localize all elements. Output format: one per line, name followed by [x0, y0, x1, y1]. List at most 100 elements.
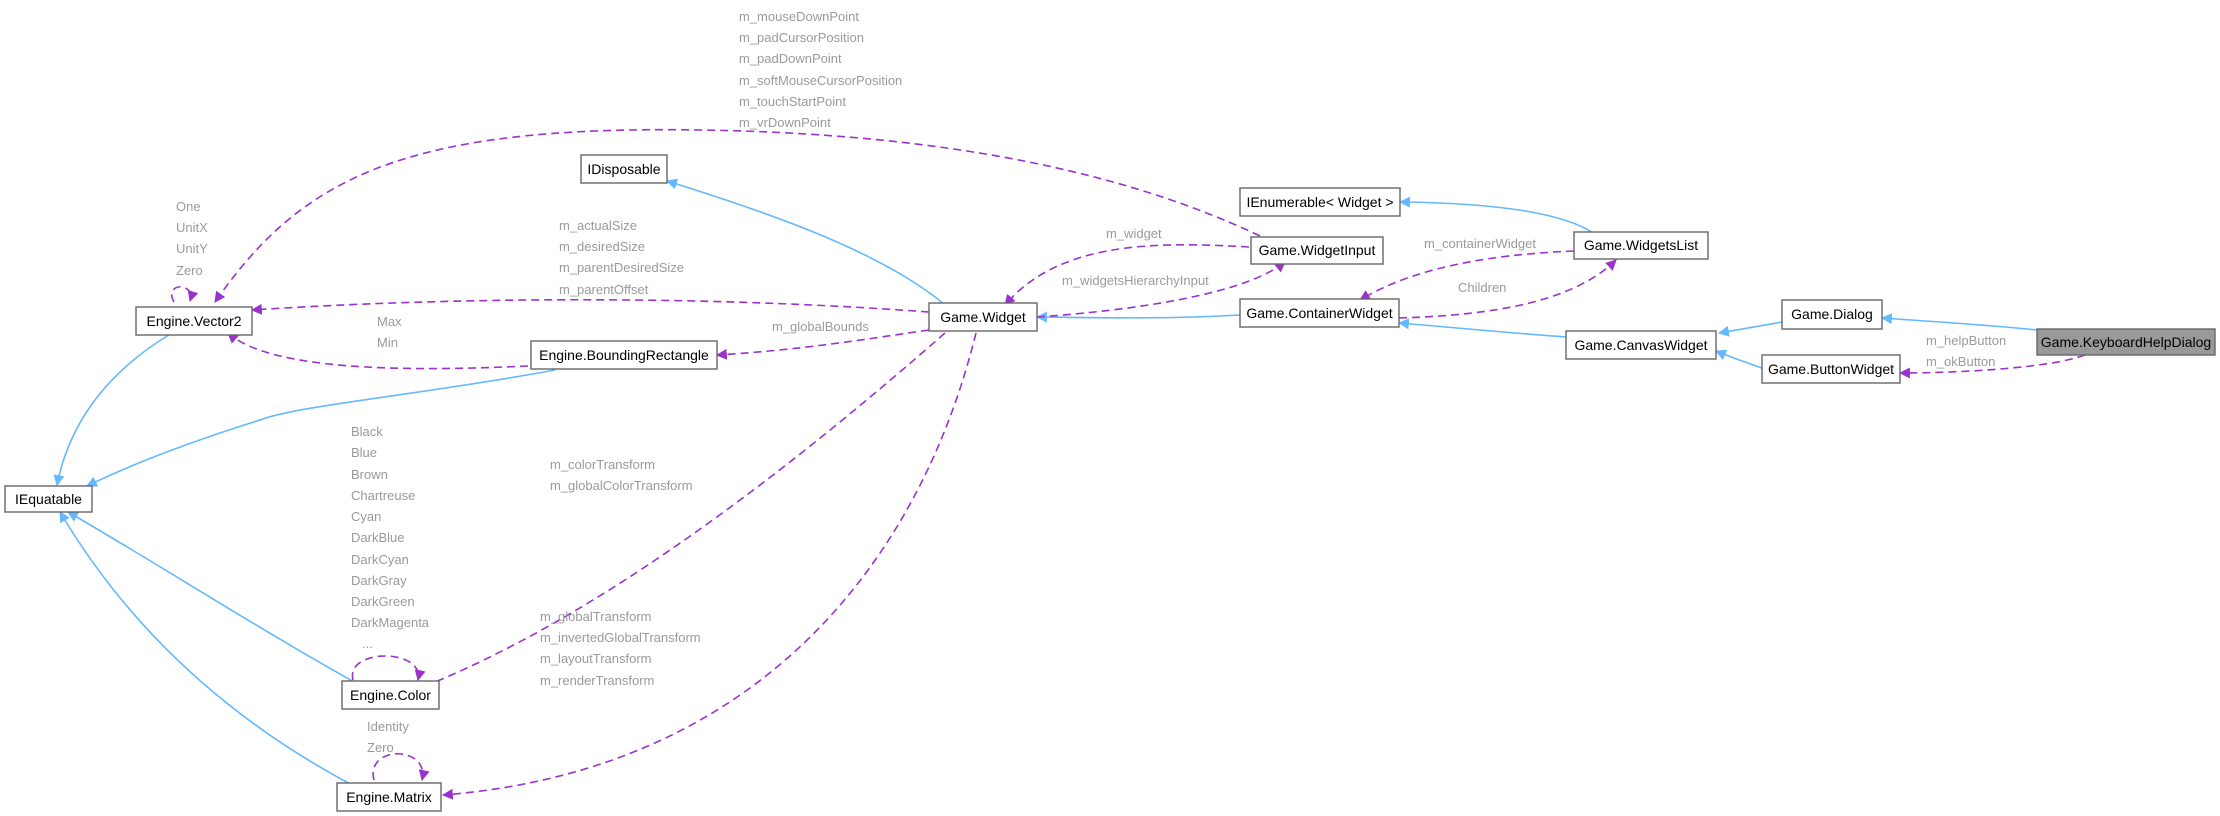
- edge-widget-boundingrect: [715, 329, 930, 360]
- edge-widgetslist-ienumerable: [1398, 196, 1598, 237]
- node-widgets-list[interactable]: Game.WidgetsList: [1573, 231, 1709, 260]
- edge-widgetinput-widget: [1004, 244, 1250, 306]
- node-dialog[interactable]: Game.Dialog: [1781, 299, 1883, 330]
- edges: [53, 128, 2086, 800]
- label-ellipsis: ...: [362, 636, 373, 651]
- label-one: One: [176, 199, 201, 214]
- nodes: Game.KeyboardHelpDialog Game.Dialog Game…: [4, 154, 2216, 812]
- label-black: Black: [351, 424, 383, 439]
- edge-canvaswidget-containerwidget: [1397, 318, 1567, 338]
- label-children: Children: [1458, 280, 1506, 295]
- node-label-widget-input: Game.WidgetInput: [1259, 242, 1376, 258]
- node-label-ienumerable-widget: IEnumerable< Widget >: [1246, 194, 1393, 210]
- label-global-transform: m_globalTransform: [540, 609, 652, 624]
- edge-widget-widgetinput: [1036, 261, 1286, 318]
- label-blue: Blue: [351, 445, 377, 460]
- label-inverted-global-transform: m_invertedGlobalTransform: [540, 630, 701, 645]
- node-label-button-widget: Game.ButtonWidget: [1768, 361, 1894, 377]
- node-ienumerable-widget[interactable]: IEnumerable< Widget >: [1239, 187, 1401, 217]
- edge-boundingrect-iequatable: [86, 369, 556, 487]
- edge-labels: m_helpButton m_okButton m_containerWidge…: [176, 9, 2006, 755]
- label-zero: Zero: [176, 263, 203, 278]
- label-desired-size: m_desiredSize: [559, 239, 645, 254]
- label-mouse-down-point: m_mouseDownPoint: [739, 9, 859, 24]
- label-container-widget: m_containerWidget: [1424, 236, 1536, 251]
- node-bounding-rectangle[interactable]: Engine.BoundingRectangle: [530, 340, 718, 370]
- label-actual-size: m_actualSize: [559, 218, 637, 233]
- label-max: Max: [377, 314, 402, 329]
- label-dark-cyan: DarkCyan: [351, 552, 409, 567]
- edge-vector2-self: [171, 286, 199, 303]
- node-label-bounding-rectangle: Engine.BoundingRectangle: [539, 347, 709, 363]
- edge-boundingrect-vector2: [227, 332, 529, 370]
- label-vr-down-point: m_vrDownPoint: [739, 115, 831, 130]
- node-vector2[interactable]: Engine.Vector2: [135, 306, 253, 336]
- edge-widget-idisposable: [665, 178, 946, 306]
- label-identity: Identity: [367, 719, 409, 734]
- edge-color-self: [351, 655, 426, 682]
- node-iequatable[interactable]: IEquatable: [4, 485, 93, 513]
- node-label-container-widget: Game.ContainerWidget: [1246, 305, 1392, 321]
- edge-containerwidget-widget: [1035, 311, 1241, 323]
- edge-matrix-self: [372, 752, 430, 782]
- label-dark-green: DarkGreen: [351, 594, 415, 609]
- node-label-widget: Game.Widget: [940, 309, 1026, 325]
- node-button-widget[interactable]: Game.ButtonWidget: [1761, 354, 1901, 384]
- node-label-matrix: Engine.Matrix: [346, 789, 432, 805]
- label-matrix-zero: Zero: [367, 740, 394, 755]
- node-label-dialog: Game.Dialog: [1791, 306, 1873, 322]
- label-help-button: m_helpButton: [1926, 333, 2006, 348]
- node-label-keyboard-help-dialog: Game.KeyboardHelpDialog: [2041, 334, 2211, 350]
- node-matrix[interactable]: Engine.Matrix: [336, 782, 442, 812]
- node-widget-input[interactable]: Game.WidgetInput: [1250, 236, 1384, 265]
- node-canvas-widget[interactable]: Game.CanvasWidget: [1565, 330, 1717, 360]
- edge-widget-matrix: [441, 332, 977, 800]
- node-container-widget[interactable]: Game.ContainerWidget: [1239, 298, 1400, 328]
- node-idisposable[interactable]: IDisposable: [580, 154, 668, 184]
- label-dark-gray: DarkGray: [351, 573, 407, 588]
- edge-widgetslist-containerwidget: [1359, 250, 1575, 301]
- edge-helpbutton-okbutton: [1898, 354, 2086, 379]
- label-cyan: Cyan: [351, 509, 381, 524]
- label-widget: m_widget: [1106, 226, 1162, 241]
- label-unit-x: UnitX: [176, 220, 208, 235]
- node-label-widgets-list: Game.WidgetsList: [1584, 237, 1698, 253]
- edge-vector2-iequatable: [53, 332, 173, 487]
- label-layout-transform: m_layoutTransform: [540, 651, 652, 666]
- label-chartreuse: Chartreuse: [351, 488, 415, 503]
- node-label-color: Engine.Color: [350, 687, 431, 703]
- edge-widgetinput-vector2: [214, 128, 1261, 303]
- node-label-idisposable: IDisposable: [587, 161, 660, 177]
- label-parent-desired-size: m_parentDesiredSize: [559, 260, 684, 275]
- label-dark-magenta: DarkMagenta: [351, 615, 430, 630]
- edge-matrix-iequatable: [59, 511, 353, 786]
- edge-buttonwidget-canvaswidget: [1714, 349, 1763, 369]
- edge-containerwidget-widgetslist: [1398, 259, 1617, 319]
- edge-dialog-canvaswidget: [1717, 321, 1783, 337]
- label-pad-down-point: m_padDownPoint: [739, 51, 842, 66]
- edge-widget-color: [408, 332, 946, 694]
- label-render-transform: m_renderTransform: [540, 673, 654, 688]
- node-widget[interactable]: Game.Widget: [928, 302, 1038, 332]
- node-label-vector2: Engine.Vector2: [147, 313, 242, 329]
- node-color[interactable]: Engine.Color: [341, 680, 440, 710]
- edge-keyboardhelpdialog-dialog: [1880, 313, 2038, 331]
- label-touch-start-point: m_touchStartPoint: [739, 94, 846, 109]
- edge-widget-vector2: [250, 298, 930, 315]
- label-widgets-hierarchy-input: m_widgetsHierarchyInput: [1062, 273, 1209, 288]
- node-label-canvas-widget: Game.CanvasWidget: [1574, 337, 1707, 353]
- node-keyboard-help-dialog[interactable]: Game.KeyboardHelpDialog: [2036, 328, 2216, 356]
- label-color-transform: m_colorTransform: [550, 457, 655, 472]
- node-label-iequatable: IEquatable: [15, 491, 82, 507]
- label-soft-mouse-cursor-position: m_softMouseCursorPosition: [739, 73, 902, 88]
- label-ok-button: m_okButton: [1926, 354, 1995, 369]
- label-parent-offset: m_parentOffset: [559, 282, 649, 297]
- label-global-bounds: m_globalBounds: [772, 319, 869, 334]
- label-brown: Brown: [351, 467, 388, 482]
- label-global-color-transform: m_globalColorTransform: [550, 478, 693, 493]
- label-min: Min: [377, 335, 398, 350]
- label-unit-y: UnitY: [176, 241, 208, 256]
- label-dark-blue: DarkBlue: [351, 530, 404, 545]
